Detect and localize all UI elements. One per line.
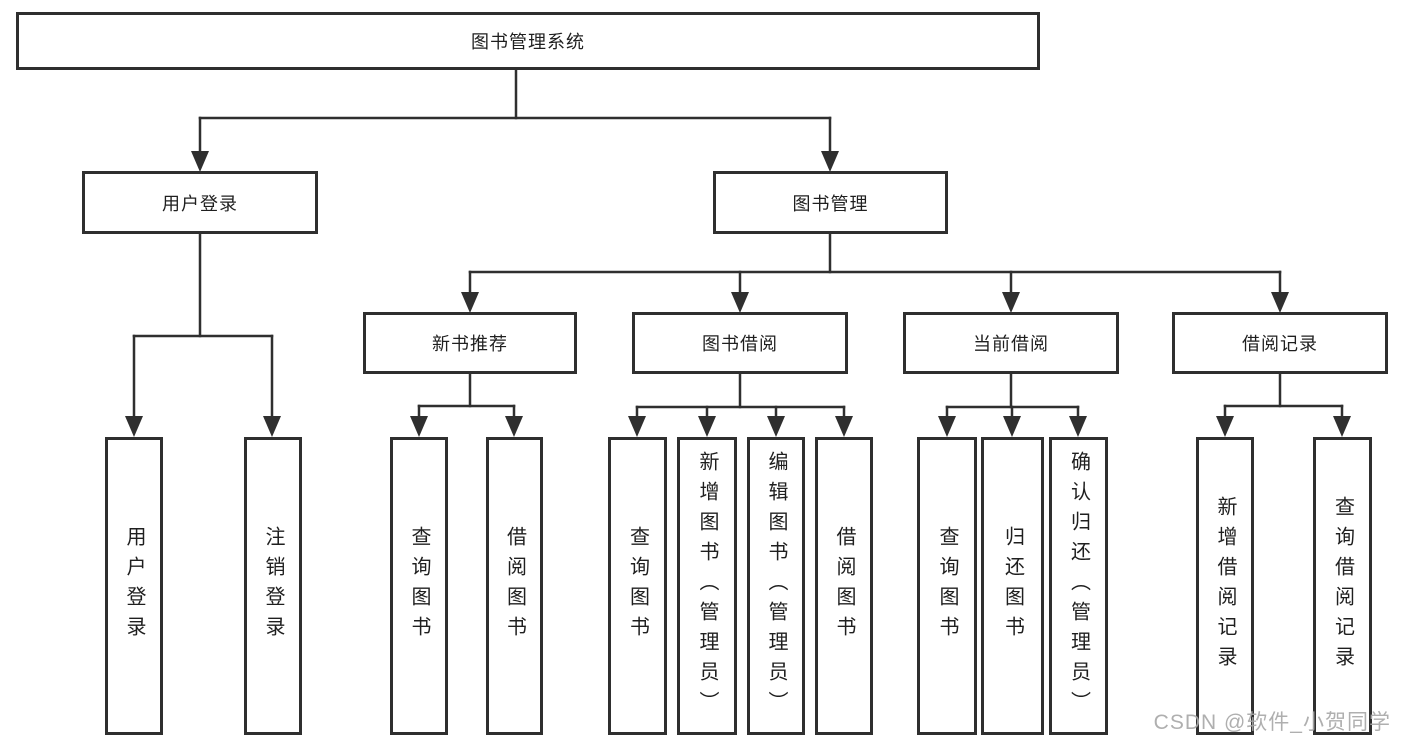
node-label: 查询图书 xyxy=(626,526,649,646)
node-leaf-add-book-admin: 新增图书（管理员） xyxy=(677,437,737,735)
connectors xyxy=(125,68,1351,437)
node-leaf-query-book-3: 查询图书 xyxy=(917,437,977,735)
node-book-borrow: 图书借阅 xyxy=(632,312,848,374)
node-new-book-recommend: 新书推荐 xyxy=(363,312,577,374)
node-label: 查询借阅记录 xyxy=(1331,496,1354,676)
node-current-borrow: 当前借阅 xyxy=(903,312,1119,374)
node-label: 查询图书 xyxy=(408,526,430,646)
node-leaf-borrow-book-2: 借阅图书 xyxy=(815,437,873,735)
node-label: 当前借阅 xyxy=(973,334,1049,354)
node-leaf-query-book-1: 查询图书 xyxy=(390,437,448,735)
node-label: 归还图书 xyxy=(1001,526,1024,646)
node-label: 借阅图书 xyxy=(503,526,526,646)
node-label: 图书管理 xyxy=(792,193,869,214)
node-leaf-query-book-2: 查询图书 xyxy=(608,437,667,735)
node-label: 查询图书 xyxy=(936,526,958,646)
watermark: CSDN @软件_小贺同学 xyxy=(1153,711,1391,734)
node-label: 借阅记录 xyxy=(1242,334,1318,354)
node-label: 新增图书（管理员） xyxy=(696,451,718,721)
node-label: 注销登录 xyxy=(262,526,284,646)
node-label: 确认归还（管理员） xyxy=(1067,451,1090,721)
node-leaf-user-login: 用户登录 xyxy=(105,437,163,735)
node-label: 图书借阅 xyxy=(702,334,778,354)
node-leaf-logout: 注销登录 xyxy=(244,437,302,735)
node-label: 借阅图书 xyxy=(833,526,855,646)
node-leaf-add-borrow-record: 新增借阅记录 xyxy=(1196,437,1254,735)
node-label: 用户登录 xyxy=(123,526,145,646)
node-leaf-confirm-return-admin: 确认归还（管理员） xyxy=(1049,437,1108,735)
node-label: 用户登录 xyxy=(162,193,238,214)
node-leaf-return-book: 归还图书 xyxy=(981,437,1044,735)
node-label: 新书推荐 xyxy=(432,334,508,354)
node-label: 图书管理系统 xyxy=(471,32,585,52)
node-label: 新增借阅记录 xyxy=(1214,496,1236,676)
node-user-login-branch: 用户登录 xyxy=(82,171,318,234)
node-borrow-record: 借阅记录 xyxy=(1172,312,1388,374)
node-book-management-branch: 图书管理 xyxy=(713,171,948,234)
node-library-management-system: 图书管理系统 xyxy=(16,12,1040,70)
node-leaf-borrow-book-1: 借阅图书 xyxy=(486,437,543,735)
node-leaf-edit-book-admin: 编辑图书（管理员） xyxy=(747,437,805,735)
node-label: 编辑图书（管理员） xyxy=(765,451,787,721)
node-leaf-query-borrow-record: 查询借阅记录 xyxy=(1313,437,1372,735)
